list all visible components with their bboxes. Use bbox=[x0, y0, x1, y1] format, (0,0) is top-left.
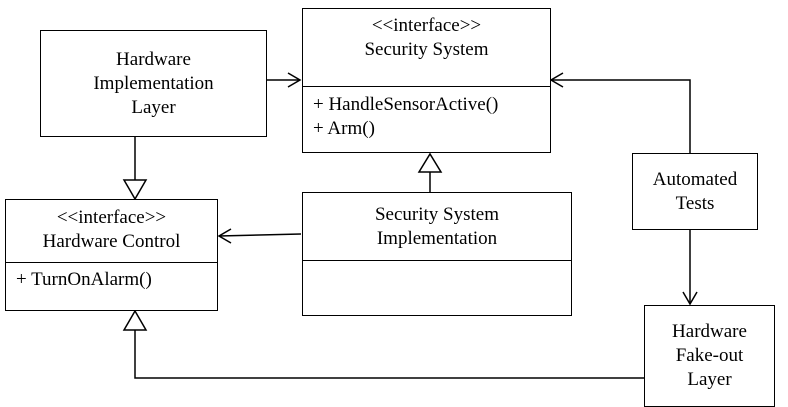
name-line: Layer bbox=[131, 96, 176, 118]
class-header: <<interface>> Hardware Control bbox=[6, 200, 217, 263]
arrowhead-hollow-triangle bbox=[417, 152, 443, 173]
name-line: Implementation bbox=[93, 72, 214, 94]
operations-compartment: + HandleSensorActive() + Arm() bbox=[303, 87, 550, 141]
name-line: Fake-out bbox=[675, 345, 744, 366]
operation: + Arm() bbox=[313, 118, 375, 139]
name-line: Layer bbox=[687, 369, 732, 390]
operation: + HandleSensorActive() bbox=[313, 94, 499, 115]
arrowhead-open bbox=[549, 72, 564, 88]
name-line: Tests bbox=[675, 192, 715, 214]
hardware-control-interface-box: <<interface>> Hardware Control + TurnOnA… bbox=[5, 199, 218, 311]
class-name: Hardware Control bbox=[42, 231, 181, 252]
operation: + TurnOnAlarm() bbox=[16, 269, 152, 290]
arrowhead-hollow-triangle bbox=[122, 179, 148, 201]
edge-tests-to-securitysystem bbox=[551, 79, 691, 153]
class-name: Security System bbox=[364, 39, 489, 60]
name-line: Hardware bbox=[116, 48, 191, 70]
security-system-interface-box: <<interface>> Security System + HandleSe… bbox=[302, 8, 551, 153]
name-line: Security System bbox=[374, 204, 500, 225]
hardware-implementation-layer-box: Hardware Implementation Layer bbox=[40, 30, 267, 137]
class-header: <<interface>> Security System bbox=[303, 9, 550, 87]
edge-fakeout-realizes-hwcontrol bbox=[134, 330, 644, 379]
security-system-implementation-box: Security System Implementation bbox=[302, 192, 572, 316]
name-line: Automated bbox=[652, 168, 738, 190]
automated-tests-box: Automated Tests bbox=[632, 153, 758, 230]
operations-compartment: + TurnOnAlarm() bbox=[6, 263, 217, 292]
class-name: Hardware Fake-out Layer bbox=[645, 306, 774, 406]
stereotype-label: <<interface>> bbox=[56, 207, 167, 228]
arrowhead-open bbox=[287, 72, 302, 88]
arrowhead-open bbox=[682, 291, 698, 306]
arrowhead-open bbox=[217, 228, 232, 244]
class-name: Hardware Implementation Layer bbox=[41, 31, 266, 136]
arrowhead-hollow-triangle bbox=[122, 309, 148, 331]
hardware-fakeout-layer-box: Hardware Fake-out Layer bbox=[644, 305, 775, 407]
name-line: Implementation bbox=[376, 228, 498, 249]
edge-ssimpl-to-hwcontrol bbox=[218, 233, 302, 237]
class-name: Automated Tests bbox=[633, 154, 757, 229]
stereotype-label: <<interface>> bbox=[371, 15, 482, 36]
class-header: Security System Implementation bbox=[303, 193, 571, 261]
name-line: Hardware bbox=[672, 321, 747, 342]
